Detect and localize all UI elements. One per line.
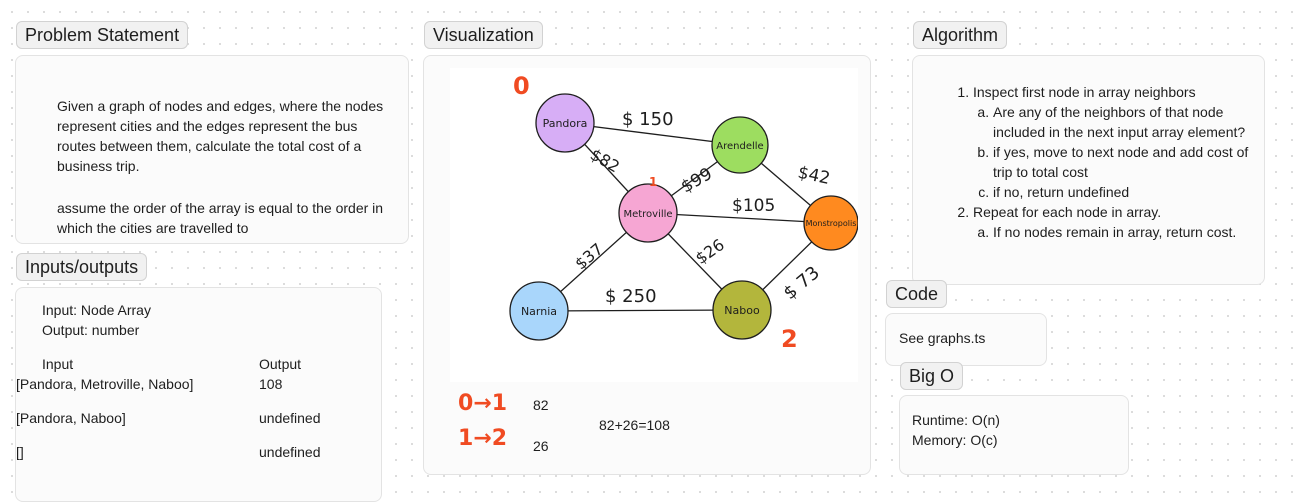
edge-label-narnia-naboo: $ 250 [605,286,657,307]
node-pandora [535,93,595,153]
edge-label-pandora-arendelle: $ 150 [622,109,674,130]
big-o-title: Big O [900,362,964,390]
input-type-line: Input: Node Array [42,302,151,318]
problem-paragraph-2: assume the order of the array is equal t… [57,200,384,236]
node-label-metroville: Metroville [623,209,672,220]
algorithm-title: Algorithm [913,21,1008,49]
edge-label-arendelle-monstropolis: $42 [796,163,832,189]
algorithm-step: Inspect first node in array neighbors Ar… [973,82,1253,202]
node-label-naboo: Naboo [724,304,760,317]
graph-diagram: Pandora Arendelle Metroville Monstropoli… [509,72,858,353]
visualization-card: Pandora Arendelle Metroville Monstropoli… [423,55,871,475]
output-column-header: Output [259,356,302,372]
graph-canvas: Pandora Arendelle Metroville Monstropoli… [450,68,858,382]
algorithm-substep: if no, return undefined [993,182,1253,202]
step-value: 82 [533,397,549,413]
table-row-output: 108 [259,376,283,392]
node-arendelle [711,116,769,174]
node-label-monstropolis: Monstropolis [806,219,857,228]
algorithm-substep: If no nodes remain in array, return cost… [993,222,1253,242]
step-value: 26 [533,438,549,454]
table-row-input: [] [16,444,24,460]
code-reference: See graphs.ts [899,330,986,346]
edge-label-pandora-metroville: $82 [587,145,623,177]
table-row-output: undefined [259,410,321,426]
annotation-order-0: 0 [513,72,530,100]
code-card: See graphs.ts [885,313,1047,366]
algorithm-steps: Inspect first node in array neighbors Ar… [953,82,1253,242]
algorithm-list: Inspect first node in array neighbors Ar… [953,82,1253,242]
problem-paragraph-1: Given a graph of nodes and edges, where … [57,98,384,174]
algorithm-substep: Are any of the neighbors of that node in… [993,102,1253,142]
table-row-input: [Pandora, Metroville, Naboo] [16,376,194,392]
inputs-outputs-title: Inputs/outputs [16,253,148,281]
edge-label-metroville-narnia: $37 [571,239,607,273]
node-label-narnia: Narnia [521,305,557,318]
visualization-title: Visualization [424,21,543,49]
annotation-order-1: 1 [649,175,657,189]
inputs-outputs-card: Input: Node Array Output: number Input O… [15,287,382,502]
edge-narnia-naboo [538,309,743,312]
problem-statement-card: Given a graph of nodes and edges, where … [15,55,409,244]
edge-label-naboo-monstropolis: $ 73 [780,262,824,304]
edge-label-metroville-arendelle: $99 [678,164,716,198]
node-label-arendelle: Arendelle [716,141,763,152]
algorithm-card: Inspect first node in array neighbors Ar… [912,55,1265,285]
edge-metroville-monstropolis [647,212,832,224]
algorithm-step: Repeat for each node in array. If no nod… [973,202,1253,242]
memory-complexity: Memory: O(c) [912,432,998,448]
edge-label-metroville-monstropolis: $105 [732,196,775,216]
node-metroville [618,183,678,243]
node-monstropolis [803,195,858,251]
node-naboo [712,280,772,340]
sum-result: 82+26=108 [599,417,670,433]
step-label: 0→1 [458,391,508,416]
output-type-line: Output: number [42,322,140,338]
node-narnia [509,281,569,341]
code-title: Code [886,280,948,308]
algorithm-substep: if yes, move to next node and add cost o… [993,142,1253,182]
annotation-order-2: 2 [781,325,798,353]
input-column-header: Input [42,356,74,372]
problem-statement-title: Problem Statement [16,21,189,49]
node-label-pandora: Pandora [543,117,588,130]
runtime-complexity: Runtime: O(n) [912,412,1000,428]
table-row-output: undefined [259,444,321,460]
table-row-input: [Pandora, Naboo] [16,410,126,426]
step-label: 1→2 [458,426,508,451]
big-o-card: Runtime: O(n) Memory: O(c) [899,395,1129,475]
